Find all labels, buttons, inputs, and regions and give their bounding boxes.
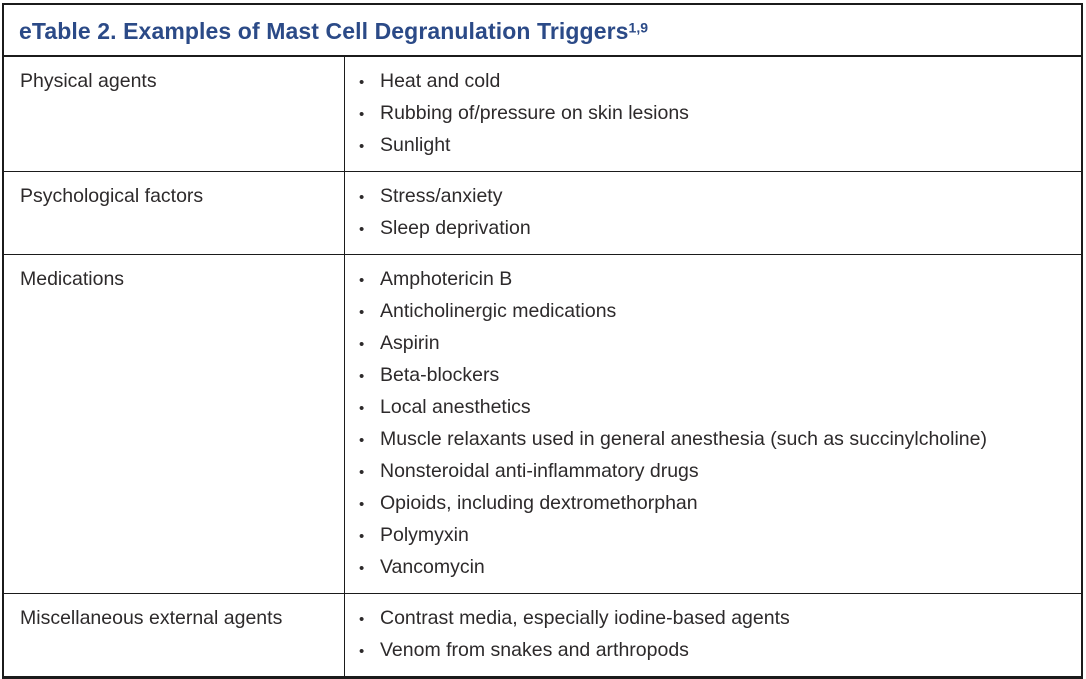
table-row: Psychological factors • Stress/anxiety • Sl… (4, 172, 1081, 255)
bullet-icon: • (359, 496, 365, 513)
etable: eTable 2. Examples of Mast Cell Degranul… (2, 3, 1083, 679)
item-list: • Contrast media, especially iodine-based… (357, 603, 1069, 667)
table-row: Medications • Amphotericin B • Anticholiner… (4, 255, 1081, 594)
table-title-row: eTable 2. Examples of Mast Cell Degranul… (4, 5, 1081, 57)
category-cell: Psychological factors (4, 172, 345, 254)
item-text: Opioids, including dextromethorphan (380, 492, 698, 514)
bullet-icon: • (359, 400, 365, 417)
list-item: • Nonsteroidal anti-inflammatory drugs (357, 456, 1069, 488)
items-cell: • Contrast media, especially iodine-based… (345, 594, 1081, 676)
list-item: • Local anesthetics (357, 392, 1069, 424)
category-cell: Medications (4, 255, 345, 593)
category-cell: Physical agents (4, 57, 345, 171)
bullet-icon: • (359, 464, 365, 481)
list-item: • Vancomycin (357, 552, 1069, 584)
item-text: Aspirin (380, 332, 440, 354)
bullet-icon: • (359, 304, 365, 321)
item-text: Heat and cold (380, 70, 501, 92)
bullet-icon: • (359, 643, 365, 660)
bullet-icon: • (359, 272, 365, 289)
item-text: Polymyxin (380, 524, 469, 546)
list-item: • Stress/anxiety (357, 181, 1069, 213)
list-item: • Beta-blockers (357, 360, 1069, 392)
item-text: Amphotericin B (380, 268, 513, 290)
item-text: Vancomycin (380, 556, 485, 578)
item-text: Nonsteroidal anti-inflammatory drugs (380, 460, 699, 482)
item-text: Contrast media, especially iodine-based … (380, 607, 790, 629)
table-title-superscript: 1,9 (628, 19, 649, 36)
item-text: Stress/anxiety (380, 185, 503, 207)
bullet-icon: • (359, 74, 365, 91)
list-item: • Anticholinergic medications (357, 296, 1069, 328)
list-item: • Opioids, including dextromethorphan (357, 488, 1069, 520)
item-list: • Heat and cold • Rubbing of/pressure on sk… (357, 66, 1069, 162)
items-cell: • Amphotericin B • Anticholinergic medicati… (345, 255, 1081, 593)
list-item: • Rubbing of/pressure on skin lesions (357, 98, 1069, 130)
item-text: Muscle relaxants used in general anesthe… (380, 428, 987, 450)
items-cell: • Stress/anxiety • Sleep deprivation (345, 172, 1081, 254)
table-row: Miscellaneous external agents • Contrast … (4, 594, 1081, 676)
bullet-icon: • (359, 106, 365, 123)
list-item: • Heat and cold (357, 66, 1069, 98)
bullet-icon: • (359, 611, 365, 628)
item-text: Sunlight (380, 134, 451, 156)
item-text: Local anesthetics (380, 396, 531, 418)
list-item: • Polymyxin (357, 520, 1069, 552)
bullet-icon: • (359, 221, 365, 238)
bullet-icon: • (359, 336, 365, 353)
item-text: Beta-blockers (380, 364, 500, 386)
table-title: eTable 2. Examples of Mast Cell Degranul… (19, 18, 629, 44)
list-item: • Venom from snakes and arthropods (357, 635, 1069, 667)
bullet-icon: • (359, 432, 365, 449)
item-list: • Amphotericin B • Anticholinergic medicati… (357, 264, 1069, 584)
list-item: • Sunlight (357, 130, 1069, 162)
list-item: • Muscle relaxants used in general anesth… (357, 424, 1069, 456)
list-item: • Sleep deprivation (357, 213, 1069, 245)
category-cell: Miscellaneous external agents (4, 594, 345, 676)
bullet-icon: • (359, 189, 365, 206)
table-body: Physical agents • Heat and cold • Rubbing o… (4, 57, 1081, 676)
bullet-icon: • (359, 138, 365, 155)
item-text: Anticholinergic medications (380, 300, 617, 322)
table-row: Physical agents • Heat and cold • Rubbing o… (4, 57, 1081, 172)
bullet-icon: • (359, 560, 365, 577)
item-text: Sleep deprivation (380, 217, 531, 239)
items-cell: • Heat and cold • Rubbing of/pressure on sk… (345, 57, 1081, 171)
list-item: • Aspirin (357, 328, 1069, 360)
bullet-icon: • (359, 368, 365, 385)
list-item: • Amphotericin B (357, 264, 1069, 296)
bullet-icon: • (359, 528, 365, 545)
item-list: • Stress/anxiety • Sleep deprivation (357, 181, 1069, 245)
item-text: Rubbing of/pressure on skin lesions (380, 102, 689, 124)
item-text: Venom from snakes and arthropods (380, 639, 689, 661)
list-item: • Contrast media, especially iodine-based… (357, 603, 1069, 635)
